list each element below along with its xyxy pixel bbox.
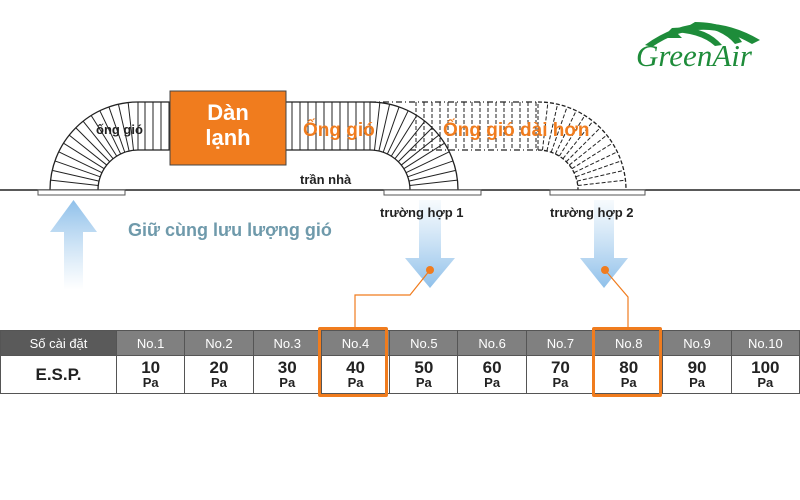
airflow-up-arrow-icon <box>50 200 97 290</box>
esp-unit: Pa <box>210 374 227 390</box>
esp-value: 40 <box>346 357 365 377</box>
supply-vent-case1 <box>383 189 482 196</box>
column-header: No.5 <box>389 330 459 356</box>
esp-value: 90 <box>687 357 707 377</box>
esp-value: 100 <box>751 357 780 377</box>
row-label: E.S.P. <box>0 355 117 394</box>
indoor-unit-label: Dàn lạnh <box>170 100 286 150</box>
ceiling-label: trần nhà <box>300 172 352 187</box>
case2-label: trường hợp 2 <box>550 205 634 220</box>
logo-text: GreenAir <box>636 38 752 73</box>
return-vent <box>37 189 126 196</box>
callout-dot-case1 <box>426 266 434 274</box>
column-header: No.6 <box>457 330 527 356</box>
esp-value: 20 <box>209 357 229 377</box>
column-header: No.7 <box>525 330 596 356</box>
highlight-box-no4 <box>318 327 388 397</box>
left-duct-label: ống gió <box>96 122 143 137</box>
esp-unit: Pa <box>415 374 432 390</box>
esp-unit: Pa <box>620 374 637 390</box>
esp-value: 70 <box>550 357 570 377</box>
longer-duct-label: Ống gió dài hơn <box>443 120 590 141</box>
esp-unit: Pa <box>552 374 569 390</box>
indoor-unit-line1: Dàn <box>207 100 249 125</box>
esp-value: 60 <box>482 357 502 377</box>
duct-label: Ống gió <box>303 120 375 141</box>
column-header: No.2 <box>184 330 254 356</box>
callout-line-case1 <box>354 269 431 327</box>
esp-unit: Pa <box>484 374 501 390</box>
column-header: No.3 <box>252 330 322 356</box>
column-header: No.10 <box>730 330 800 356</box>
esp-value: 30 <box>277 357 297 377</box>
indoor-unit-line2: lạnh <box>205 125 251 150</box>
header-label: Số cài đặt <box>0 330 117 356</box>
esp-unit: Pa <box>347 374 364 390</box>
esp-value: 80 <box>619 357 639 377</box>
column-header: No.4 <box>320 330 391 356</box>
greenair-logo-icon <box>645 22 760 47</box>
indoor-unit-box <box>169 90 287 166</box>
highlight-box-no8 <box>592 327 662 397</box>
callout-line-case2 <box>604 269 629 327</box>
airflow-down-arrow-icon-case1 <box>405 200 455 288</box>
esp-value: 10 <box>141 357 161 377</box>
esp-unit: Pa <box>142 374 159 390</box>
esp-unit: Pa <box>689 374 705 390</box>
case1-label: trường hợp 1 <box>380 205 464 220</box>
airflow-note: Giữ cùng lưu lượng gió <box>128 220 332 240</box>
column-header: No.1 <box>115 330 186 356</box>
esp-unit: Pa <box>757 374 774 390</box>
duct-ribs <box>49 101 627 191</box>
column-header: No.9 <box>662 330 732 356</box>
esp-value: 50 <box>414 357 434 377</box>
esp-unit: Pa <box>279 374 296 390</box>
callout-dot-case2 <box>601 266 609 274</box>
airflow-down-arrow-icon-case2 <box>580 200 628 288</box>
supply-vent-case2 <box>549 189 646 196</box>
